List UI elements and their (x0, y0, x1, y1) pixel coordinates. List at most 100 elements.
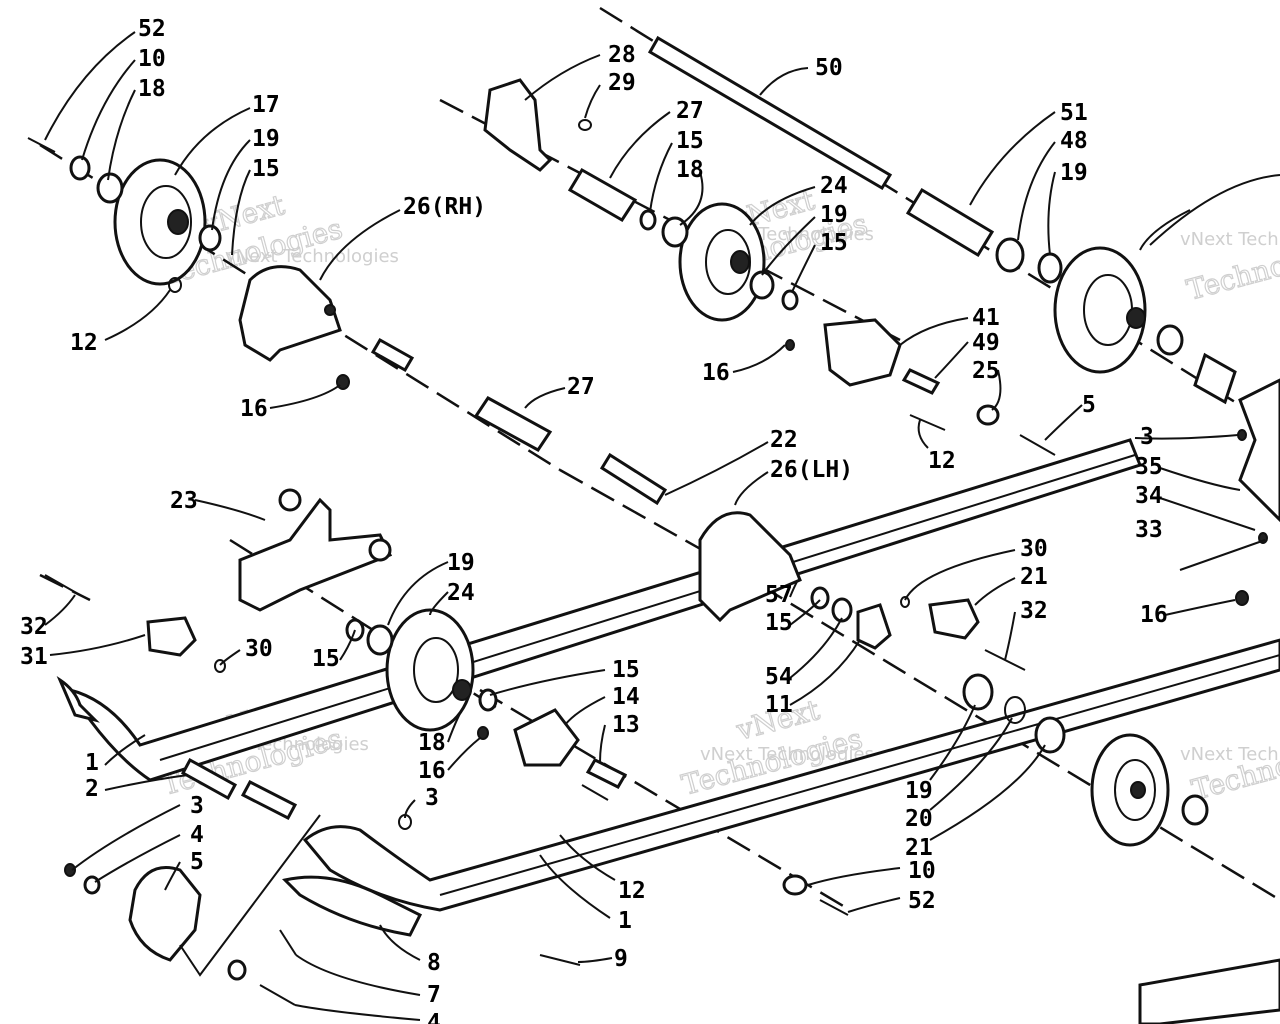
leader-line (929, 717, 1013, 811)
leader-lines (44, 31, 1280, 1021)
spacer-body (180, 757, 238, 801)
arm-body (698, 511, 802, 623)
wheel-rim (113, 158, 207, 286)
leader-line (1134, 434, 1239, 440)
spacer-body (240, 779, 298, 821)
spacer-body (599, 452, 668, 506)
bolt (909, 414, 946, 431)
rail-body (66, 438, 1142, 782)
callout-label: 3 (425, 785, 439, 811)
arm-pivot (368, 538, 392, 562)
callout-label: 49 (972, 330, 1000, 356)
leader-line (917, 419, 929, 449)
nut (477, 726, 489, 740)
callout-label: 7 (427, 982, 441, 1008)
leader-line (807, 867, 901, 886)
leader-line (929, 704, 976, 781)
leader-line (1047, 171, 1056, 256)
spacer-13 (585, 758, 628, 789)
bolt (1179, 539, 1266, 571)
callout-label: 16 (418, 758, 446, 784)
callout-label: 12 (618, 878, 646, 904)
leader-line (1004, 611, 1016, 661)
axis-line (39, 573, 91, 602)
washer (69, 155, 91, 181)
callout-label: 8 (427, 950, 441, 976)
leader-line (789, 639, 861, 706)
callout-label: 1 (618, 908, 632, 934)
callout-label: 19 (905, 778, 933, 804)
leader-line (1164, 599, 1236, 616)
leader-line (1044, 404, 1083, 441)
wheel-rim (385, 608, 475, 732)
block-31 (146, 616, 197, 657)
callout-label: 32 (20, 614, 48, 640)
leader-line (524, 54, 601, 101)
bearing (1156, 324, 1184, 356)
callout-label: 5 (1082, 392, 1096, 418)
wear-strip-body (282, 875, 423, 937)
bearing (1037, 252, 1063, 284)
leader-line (164, 861, 181, 891)
callout-label: 13 (612, 712, 640, 738)
wheel-hub (1126, 307, 1146, 329)
callout-label: 19 (252, 126, 280, 152)
shaft-50 (647, 35, 893, 191)
spacer-body (905, 187, 995, 258)
callout-label: 57 (765, 582, 793, 608)
callout-label: 21 (905, 835, 933, 861)
leader-line (447, 704, 466, 743)
callout-label: 21 (1020, 564, 1048, 590)
spacer-body (901, 368, 941, 395)
leader-line (1159, 497, 1256, 531)
bolt (44, 574, 81, 596)
leader-line (929, 744, 1046, 841)
wheel-hub (167, 209, 189, 235)
callout-label: 27 (676, 98, 704, 124)
spacer-small-rh (370, 337, 415, 373)
leader-line (599, 724, 606, 763)
callout-label: 2 (85, 776, 99, 802)
leader-line (194, 499, 266, 521)
leader-line (49, 634, 146, 656)
bearing (366, 624, 394, 656)
washer (168, 277, 182, 293)
leader-line (789, 617, 843, 679)
slide-rail-rear (56, 438, 1142, 782)
idler-wheel-24-top (678, 202, 766, 322)
idler-wheel-bottom-right (1090, 733, 1170, 847)
spacer-2 (180, 757, 298, 821)
callout-label: 23 (170, 488, 198, 514)
block-11 (856, 603, 892, 650)
rail-bottom-right (1138, 958, 1280, 1024)
block-body (928, 598, 980, 640)
leader-line (609, 111, 671, 179)
leader-line (664, 441, 769, 496)
leader-line (94, 834, 181, 883)
leader-line (789, 599, 821, 626)
callout-label: 19 (1060, 160, 1088, 186)
bearing (1034, 716, 1066, 754)
bolt (819, 899, 849, 916)
callout-label: 22 (770, 427, 798, 453)
spacer-49 (901, 368, 941, 395)
leader-line (387, 561, 449, 626)
hub-body (513, 708, 580, 767)
leader-line (539, 854, 611, 919)
rail-edge (159, 454, 1136, 761)
callout-label: 16 (240, 396, 268, 422)
axis-line (559, 468, 721, 562)
cap-body (128, 866, 202, 962)
washer (227, 959, 247, 981)
bearing (96, 172, 124, 204)
wheel-hub (730, 250, 750, 274)
pivot-arm-26-lh (698, 511, 802, 623)
pivot-arm-26-rh (238, 265, 342, 362)
callout-label: 30 (1020, 536, 1048, 562)
snap-ring (1004, 696, 1026, 724)
bearing (995, 237, 1025, 273)
callout-label: 29 (608, 70, 636, 96)
callout-label: 54 (765, 664, 793, 690)
bolt (1019, 434, 1056, 456)
